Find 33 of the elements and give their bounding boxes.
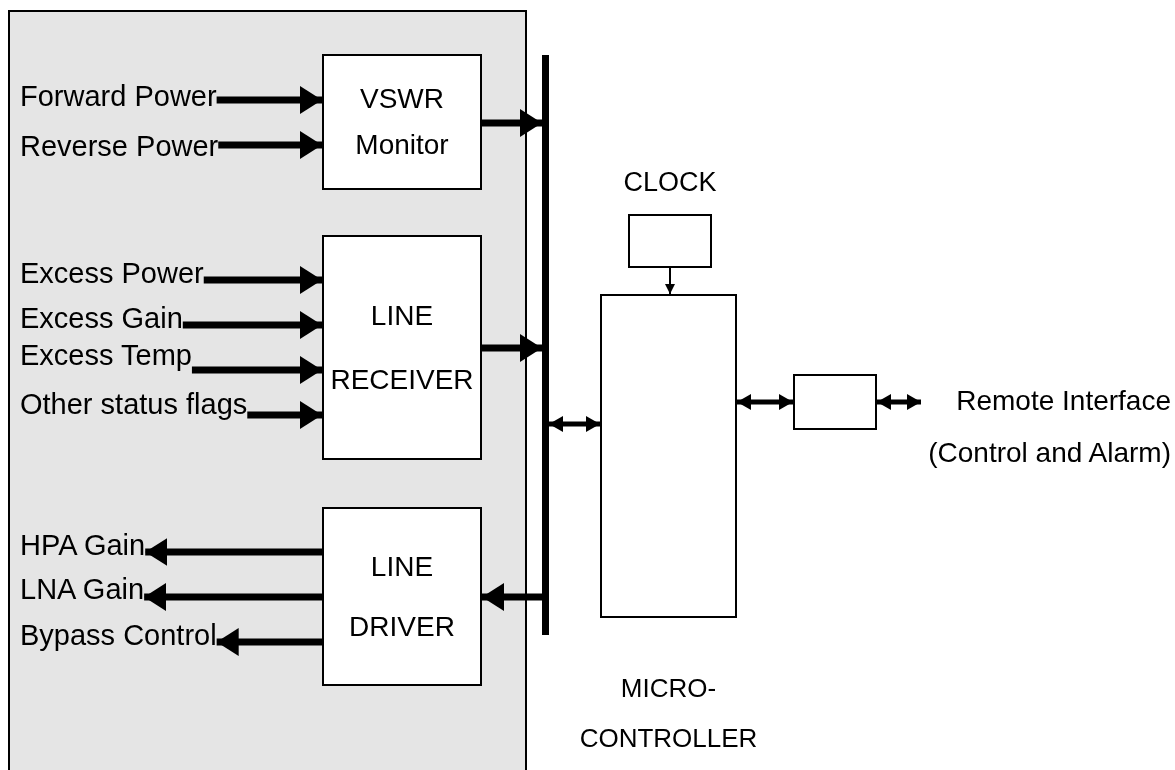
signal-label: Excess Temp (20, 338, 192, 372)
arrow (191, 356, 322, 384)
arrow (482, 583, 542, 611)
function-block (322, 507, 482, 686)
signal-label: Excess Power (20, 256, 204, 290)
arrow (203, 266, 322, 294)
arrow (737, 394, 793, 410)
arrow (549, 416, 600, 432)
function-block (322, 54, 482, 190)
signal-label: Excess Gain (20, 301, 183, 335)
signal-label: Bypass Control (20, 618, 217, 652)
block-label: LINE RECEIVER (330, 298, 474, 397)
block-label: VSWR Monitor (355, 82, 449, 162)
signal-label: Forward Power (20, 79, 217, 113)
arrow (665, 267, 675, 295)
function-block (322, 235, 482, 460)
arrow (216, 86, 322, 114)
block-label: MICRO- CONTROLLER (579, 672, 758, 755)
block-label: LINE DRIVER (349, 549, 455, 644)
interface-block (793, 374, 877, 430)
signal-label: HPA Gain (20, 528, 146, 562)
arrow (482, 334, 542, 362)
module-panel (8, 10, 527, 770)
arrow (182, 311, 322, 339)
signal-label: Other status flags (20, 387, 248, 421)
signal-label: LNA Gain (20, 572, 145, 606)
arrow (482, 109, 542, 137)
arrow (877, 394, 921, 410)
signal-label: Reverse Power (20, 129, 219, 163)
interface-label: Remote Interface (Control and Alarm) (921, 375, 1171, 479)
arrow (216, 628, 322, 656)
block-label: CLOCK (623, 166, 717, 199)
data-bus (542, 55, 549, 635)
